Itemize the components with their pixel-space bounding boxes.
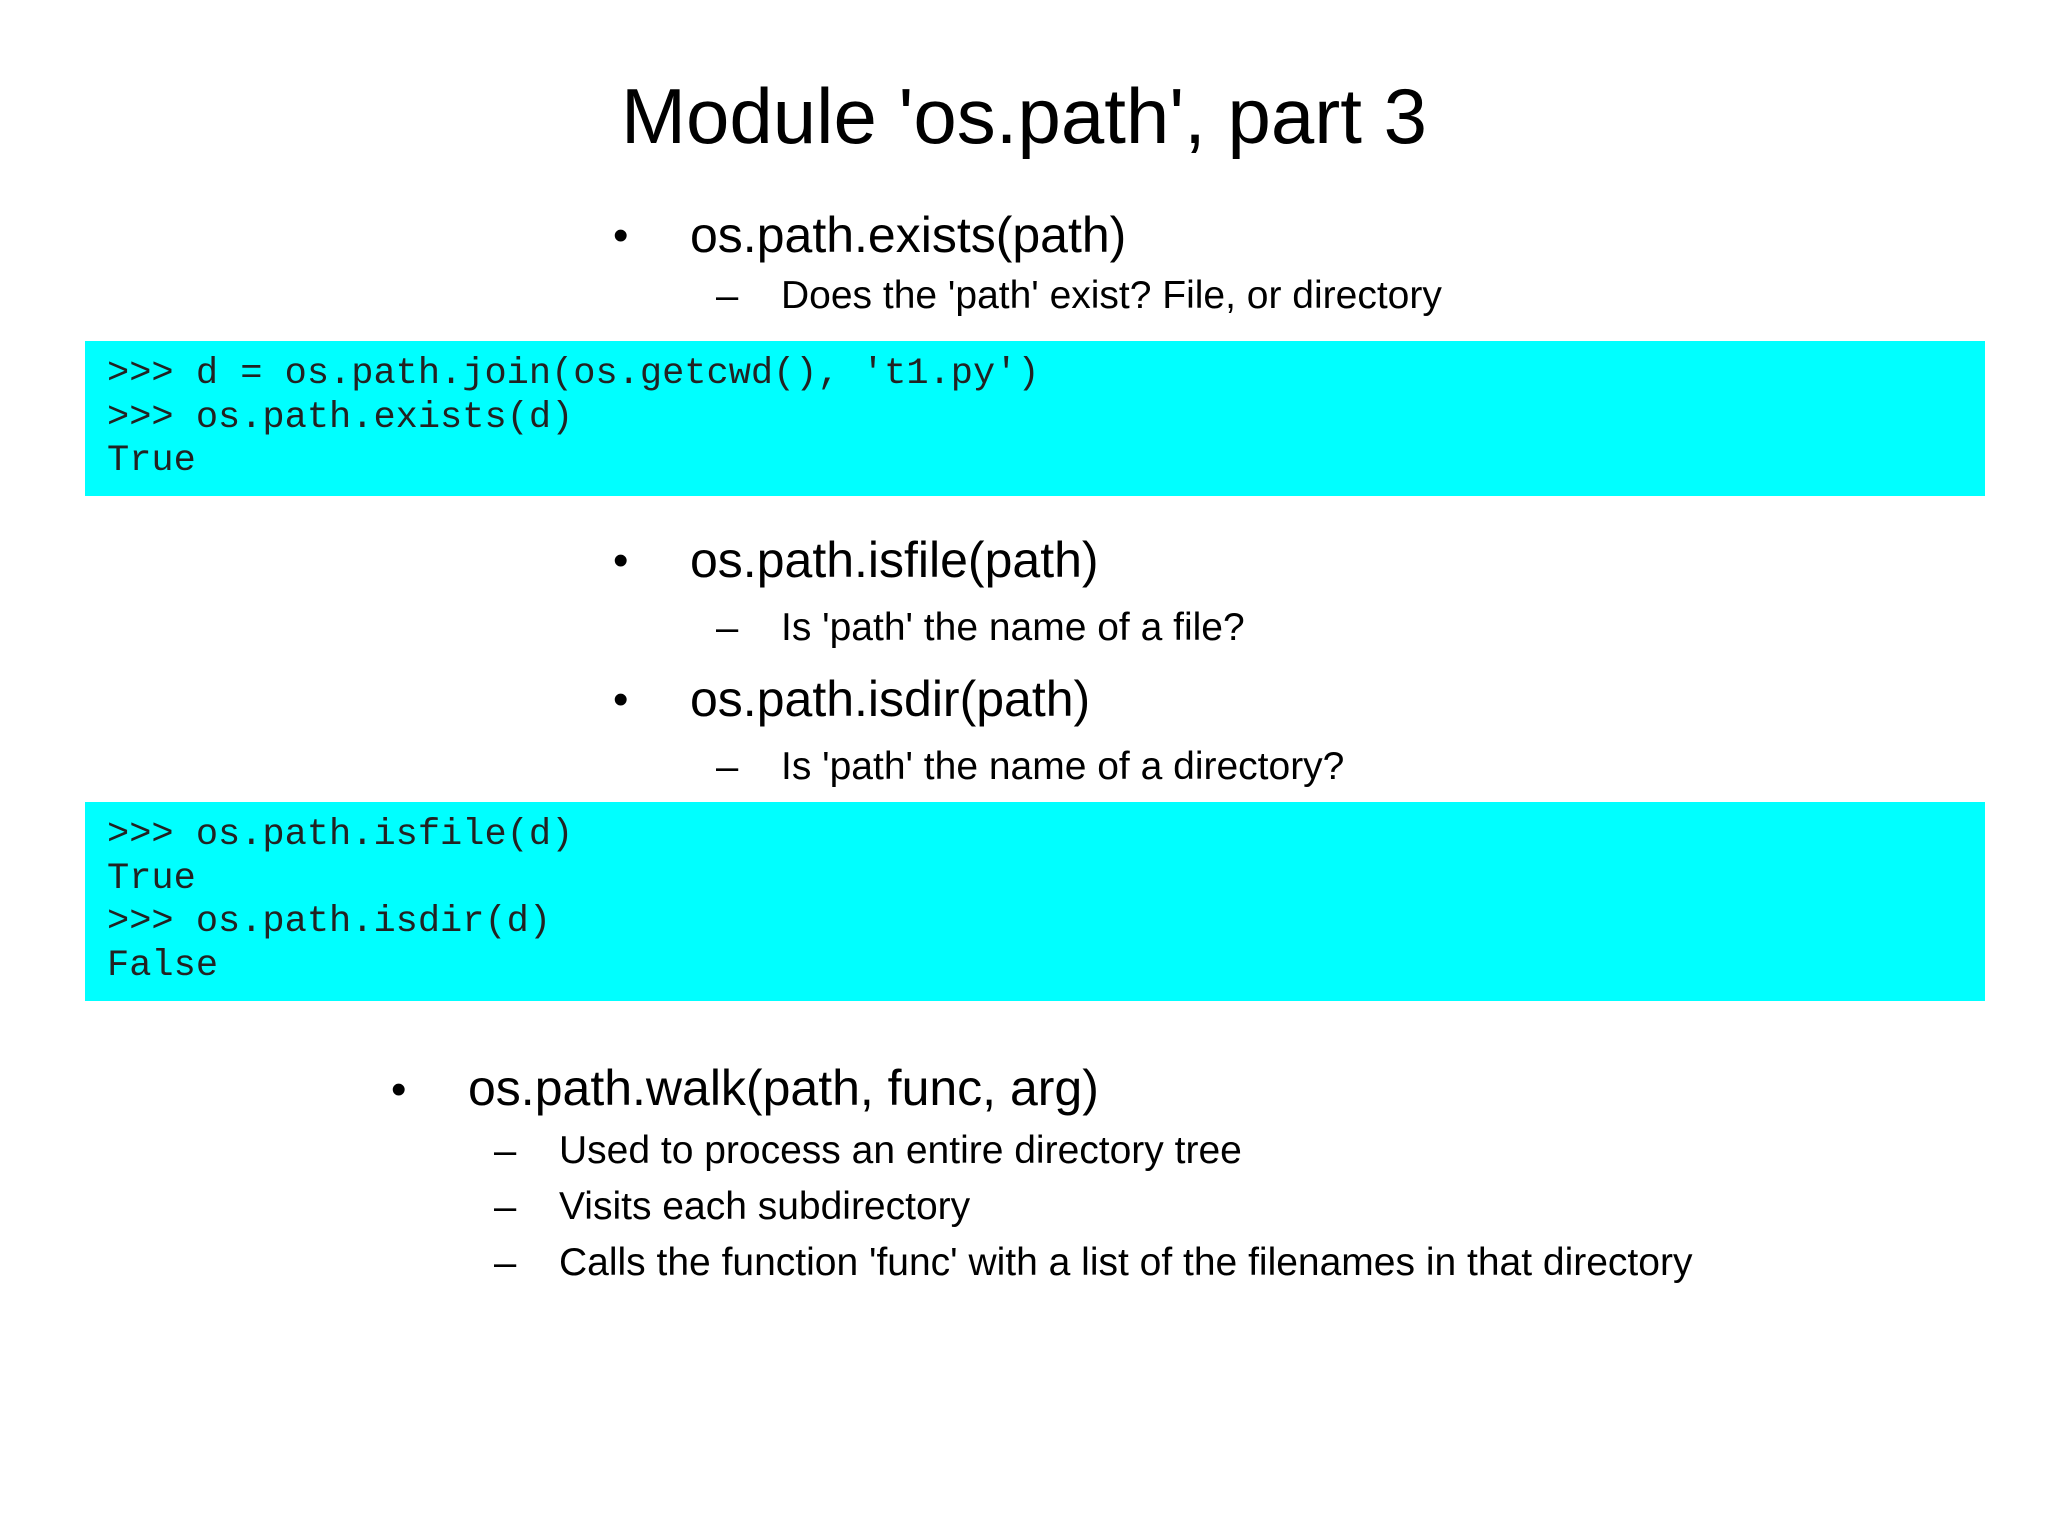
slide-title: Module 'os.path', part 3 — [0, 68, 2048, 164]
sub-walk-description: Calls the function 'func' with a list of… — [559, 1241, 1693, 1284]
sub-walk-description: Visits each subdirectory — [559, 1185, 971, 1228]
bullet-marker: • — [613, 211, 629, 260]
dash-marker: – — [494, 1129, 517, 1173]
code-line: False — [107, 944, 219, 987]
code-line: >>> os.path.isdir(d) — [107, 901, 552, 943]
bullet-marker: • — [391, 1065, 407, 1114]
bullet-marker: • — [613, 536, 629, 585]
dash-marker: – — [716, 274, 739, 318]
sub-walk-description: Used to process an entire directory tree — [559, 1129, 1242, 1172]
bullet-os-path-isdir: os.path.isdir(path) — [690, 671, 1091, 727]
dash-marker: – — [494, 1185, 517, 1229]
dash-marker: – — [494, 1241, 517, 1285]
sub-isfile-description: Is 'path' the name of a file? — [781, 606, 1245, 649]
code-block-exists: >>> d = os.path.join(os.getcwd(), 't1.py… — [85, 341, 1985, 496]
bullet-marker: • — [613, 675, 629, 724]
bullet-os-path-walk: os.path.walk(path, func, arg) — [468, 1060, 1099, 1116]
code-line: >>> os.path.exists(d) — [107, 396, 574, 439]
code-line: >>> d = os.path.join(os.getcwd(), 't1.py… — [107, 353, 1040, 395]
code-line: True — [107, 857, 196, 900]
dash-marker: – — [716, 745, 739, 789]
bullet-os-path-exists: os.path.exists(path) — [690, 207, 1127, 263]
code-line: True — [107, 440, 196, 482]
bullet-os-path-isfile: os.path.isfile(path) — [690, 532, 1099, 588]
code-block-isfile-isdir: >>> os.path.isfile(d) True >>> os.path.i… — [85, 802, 1985, 1001]
slide-title-text: Module 'os.path', part 3 — [621, 72, 1427, 160]
sub-exists-description: Does the 'path' exist? File, or director… — [781, 274, 1442, 317]
dash-marker: – — [716, 606, 739, 650]
sub-isdir-description: Is 'path' the name of a directory? — [781, 745, 1345, 788]
code-line: >>> os.path.isfile(d) — [107, 814, 574, 856]
